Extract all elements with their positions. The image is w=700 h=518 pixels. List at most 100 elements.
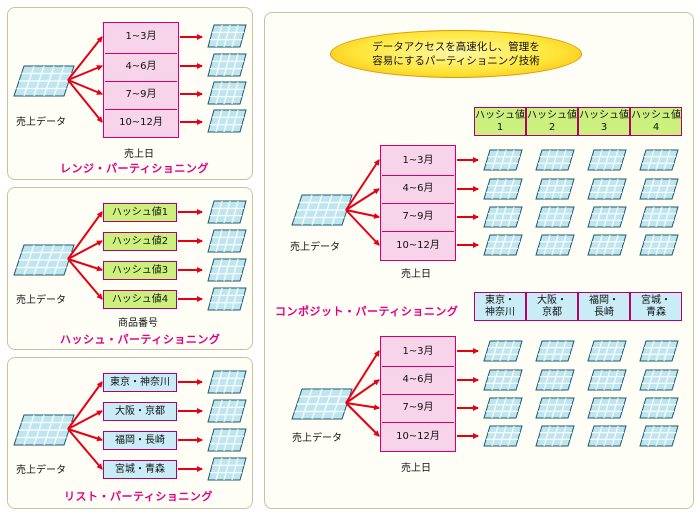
- composite-top-fan-arrow-1: [345, 159, 380, 211]
- range-key-label: 売上日: [124, 149, 154, 160]
- hash-title: ハッシュ・パーティショニング: [60, 333, 221, 346]
- range-source-table-icon: [13, 65, 75, 97]
- range-partition-4: 10~12月: [105, 109, 177, 136]
- list-target-table-icon-4: [207, 457, 247, 481]
- hash-key-label: 商品番号: [118, 318, 158, 329]
- composite-top-cell-table-icon-1-3: [587, 149, 627, 171]
- composite-bottom-cell-table-icon-4-2: [535, 425, 575, 447]
- composite-top-fan-arrow-3: [345, 209, 380, 219]
- composite-top-cell-table-icon-3-4: [639, 206, 679, 228]
- composite-bottom-partition-4: 10~12月: [382, 422, 454, 450]
- range-fan-arrow-2: [67, 65, 103, 81]
- hash-source-table-icon: [13, 244, 75, 276]
- composite-top-cell-table-icon-2-4: [639, 178, 679, 200]
- header-line: 東京・: [485, 295, 515, 306]
- composite-top-cell-table-icon-2-1: [483, 178, 523, 200]
- hash-partition-4: ハッシュ値4: [103, 290, 177, 309]
- header-line: 大阪・: [537, 295, 567, 306]
- hash-target-table-icon-4: [207, 287, 247, 311]
- header-line: ハッシュ値: [631, 110, 681, 121]
- list-fan-arrow-4: [67, 428, 103, 470]
- composite-bottom-cell-table-icon-1-1: [483, 340, 523, 362]
- list-source-label: 売上データ: [16, 465, 66, 476]
- header-line: ハッシュ値: [527, 110, 577, 121]
- composite-bottom-fan-arrow-1: [345, 350, 380, 404]
- range-target-table-icon-2: [207, 53, 247, 77]
- composite-bottom-cell-table-icon-3-4: [639, 397, 679, 419]
- range-source-label: 売上データ: [16, 117, 66, 128]
- composite-top-source-table-icon: [291, 194, 353, 226]
- composite-top-partition-2: 4~6月: [382, 175, 454, 202]
- composite-title: コンポジット・パーティショニング: [275, 305, 459, 318]
- composite-bottom-source-table-icon: [291, 388, 353, 420]
- composite-top-cell-table-icon-4-4: [639, 234, 679, 256]
- list-partition-4: 宮城・青森: [103, 460, 177, 479]
- list-title: リスト・パーティショニング: [64, 490, 213, 503]
- composite-bottom-cell-table-icon-2-2: [535, 369, 575, 391]
- list-source-table-icon: [13, 414, 75, 446]
- range-partition-column: [103, 22, 179, 138]
- composite-top-fan-arrow-2: [345, 188, 380, 211]
- composite-bottom-cell-table-icon-1-2: [535, 340, 575, 362]
- composite-list-header-1: 東京・神奈川: [474, 292, 526, 321]
- composite-bottom-partition-1: 1~3月: [402, 345, 434, 357]
- composite-top-partition-4: 10~12月: [382, 231, 454, 259]
- hash-fan-arrow-1: [67, 211, 103, 260]
- composite-bottom-key-label: 売上日: [401, 463, 431, 474]
- header-line: ハッシュ値: [579, 110, 629, 121]
- header-line: ハッシュ値: [475, 110, 525, 121]
- range-fan-arrow-1: [67, 36, 103, 81]
- header-line: 京都: [542, 306, 562, 318]
- composite-top-cell-table-icon-2-2: [535, 178, 575, 200]
- header-line: 宮城・: [641, 295, 671, 306]
- composite-list-header-2: 大阪・京都: [526, 292, 578, 321]
- composite-bottom-cell-table-icon-1-4: [639, 340, 679, 362]
- range-target-table-icon-4: [207, 109, 247, 133]
- composite-bottom-fan-arrow-4: [345, 402, 380, 437]
- header-line: 青森: [646, 306, 666, 318]
- range-partition-2: 4~6月: [105, 53, 177, 79]
- list-target-table-icon-1: [207, 370, 247, 394]
- header-line: 4: [652, 121, 660, 133]
- header-line: 福岡・: [589, 295, 619, 306]
- list-partition-1: 東京・神奈川: [103, 373, 177, 392]
- hash-partition-2: ハッシュ値2: [103, 232, 177, 251]
- list-fan-arrow-1: [67, 381, 103, 430]
- composite-top-partition-3: 7~9月: [382, 203, 454, 230]
- composite-top-cell-table-icon-3-3: [587, 206, 627, 228]
- composite-bottom-partition-3: 7~9月: [382, 394, 454, 421]
- composite-top-fan-arrow-4: [345, 209, 380, 246]
- hash-fan-arrow-3: [67, 258, 103, 272]
- composite-bottom-cell-table-icon-2-3: [587, 369, 627, 391]
- composite-top-source-label: 売上データ: [290, 242, 340, 253]
- range-title: レンジ・パーティショニング: [60, 162, 209, 175]
- composite-bottom-cell-table-icon-2-1: [483, 369, 523, 391]
- composite-top-key-label: 売上日: [401, 269, 431, 280]
- composite-bottom-cell-table-icon-2-4: [639, 369, 679, 391]
- banner-line-1: データアクセスを高速化し、管理を: [372, 40, 540, 53]
- hash-target-table-icon-2: [207, 229, 247, 253]
- banner-line-2: 容易にするパーティショニング技術: [372, 55, 540, 67]
- composite-bottom-cell-table-icon-1-3: [587, 340, 627, 362]
- composite-top-cell-table-icon-1-1: [483, 149, 523, 171]
- range-partition-1: 1~3月: [125, 31, 157, 43]
- composite-top-cell-table-icon-4-3: [587, 234, 627, 256]
- range-fan-arrow-4: [67, 79, 103, 123]
- composite-bottom-fan-arrow-2: [345, 379, 380, 404]
- hash-partition-3: ハッシュ値3: [103, 261, 177, 280]
- composite-banner: データアクセスを高速化し、管理を 容易にするパーティショニング技術: [330, 30, 582, 78]
- composite-top-cell-table-icon-1-4: [639, 149, 679, 171]
- hash-fan-arrow-2: [67, 240, 103, 260]
- composite-bottom-cell-table-icon-3-1: [483, 397, 523, 419]
- list-fan-arrow-3: [67, 428, 103, 442]
- composite-bottom-source-label: 売上データ: [292, 433, 342, 444]
- composite-top-cell-table-icon-3-2: [535, 206, 575, 228]
- composite-list-header-4: 宮城・青森: [630, 292, 682, 321]
- composite-bottom-fan-arrow-3: [345, 402, 380, 411]
- hash-partition-1: ハッシュ値1: [103, 203, 177, 222]
- list-partition-2: 大阪・京都: [103, 402, 177, 421]
